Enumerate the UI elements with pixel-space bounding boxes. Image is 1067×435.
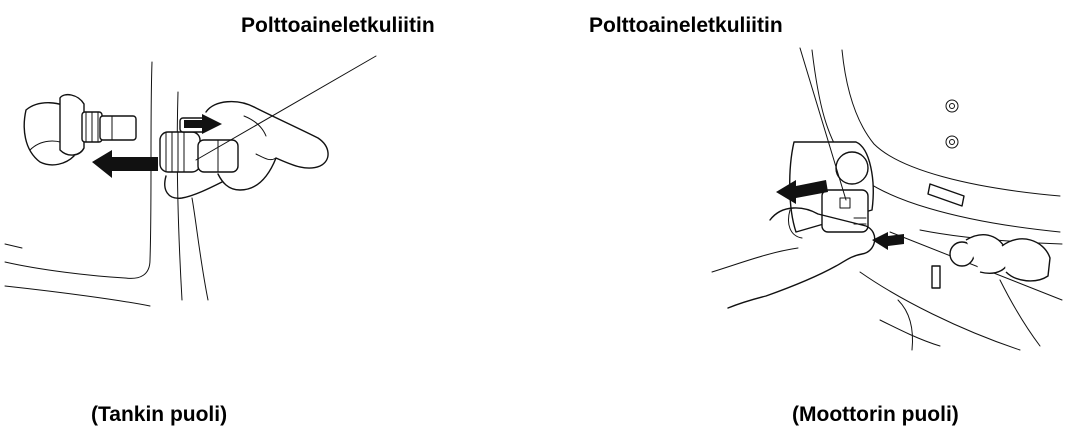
tank-panel-edge <box>4 61 153 279</box>
press-arrow-icon <box>776 180 828 204</box>
left-connector-label: Polttoaineletkuliitin <box>241 14 435 37</box>
left-leader-line <box>195 55 377 161</box>
engine-side-illustration <box>711 47 1063 351</box>
release-arrow-icon <box>184 114 222 134</box>
right-leader-line <box>799 47 847 201</box>
tank-side-caption: (Tankin puoli) <box>91 403 228 426</box>
tank-panel-edge-2 <box>176 91 183 301</box>
engine-connector <box>821 189 869 233</box>
engine-side-caption: (Moottorin puoli) <box>792 403 959 426</box>
hose-fitting <box>23 93 137 166</box>
quick-connector <box>159 117 239 173</box>
push-arrow-icon <box>92 150 158 178</box>
hand <box>205 101 329 191</box>
press-arrow-icon-2 <box>872 232 904 250</box>
tank-side-illustration <box>4 55 377 307</box>
right-connector-label: Polttoaineletkuliitin <box>589 14 783 37</box>
engine-hand <box>727 207 876 309</box>
